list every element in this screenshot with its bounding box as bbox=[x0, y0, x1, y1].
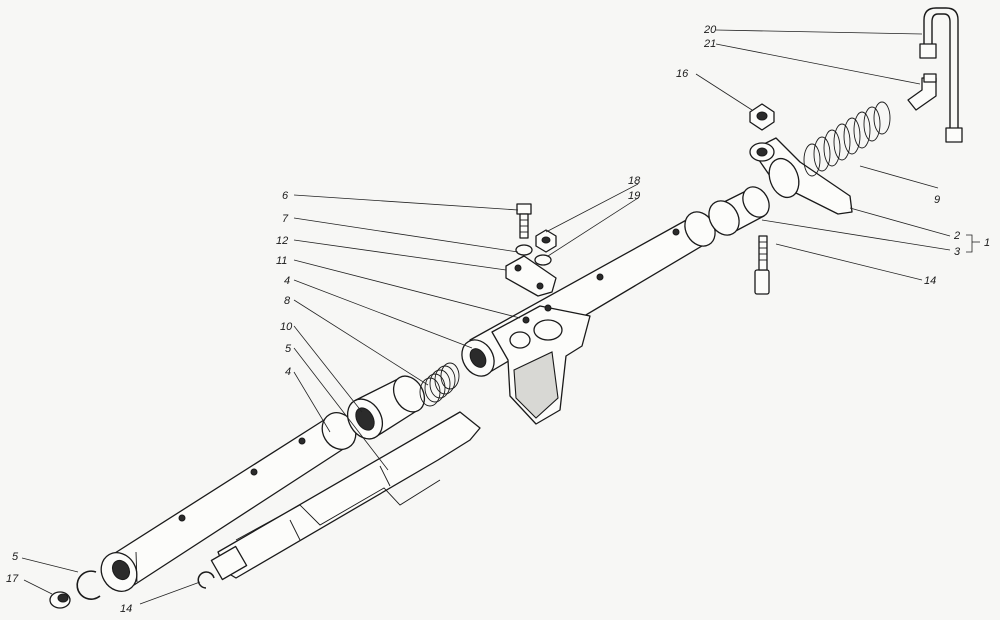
callout-17: 17 bbox=[6, 573, 19, 585]
leader-lines bbox=[21, 29, 980, 605]
nut-16 bbox=[749, 103, 775, 131]
bolt-6 bbox=[516, 203, 532, 239]
callout-11: 11 bbox=[276, 255, 287, 267]
callout-7: 7 bbox=[282, 213, 289, 225]
callout-14-right: 14 bbox=[924, 275, 936, 287]
callout-4-upper: 4 bbox=[284, 275, 290, 287]
bushing-3 bbox=[708, 186, 770, 236]
plug-17 bbox=[49, 591, 71, 609]
callout-1: 1 bbox=[984, 237, 990, 249]
callout-9: 9 bbox=[934, 194, 940, 206]
callout-5-upper: 5 bbox=[285, 343, 292, 355]
callout-20: 20 bbox=[703, 24, 717, 36]
callout-6: 6 bbox=[282, 190, 289, 202]
callout-19: 19 bbox=[628, 190, 640, 202]
callout-5-lower: 5 bbox=[12, 551, 19, 563]
lock-plate-12 bbox=[505, 255, 557, 297]
callout-2: 2 bbox=[953, 230, 960, 242]
clip-14-left bbox=[197, 571, 215, 589]
spring-8 bbox=[419, 362, 460, 407]
callout-3: 3 bbox=[954, 246, 961, 258]
washer-19 bbox=[534, 254, 552, 266]
long-shaft bbox=[100, 412, 357, 592]
callout-8: 8 bbox=[284, 295, 291, 307]
callout-21: 21 bbox=[703, 38, 716, 50]
callout-4-lower: 4 bbox=[285, 366, 291, 378]
screw-14-right bbox=[754, 235, 770, 295]
bushing-10 bbox=[346, 375, 426, 440]
slotted-rod bbox=[210, 411, 481, 581]
callout-labels: 6 7 12 11 4 8 10 5 4 18 19 16 20 21 9 2 … bbox=[6, 24, 990, 615]
bracket-housing bbox=[461, 211, 716, 425]
callout-16: 16 bbox=[676, 68, 689, 80]
spring-9 bbox=[803, 101, 891, 177]
fitting-21 bbox=[907, 73, 937, 111]
callout-10: 10 bbox=[280, 321, 293, 333]
tube-20 bbox=[919, 7, 963, 143]
callout-18: 18 bbox=[628, 175, 641, 187]
rocker-lever bbox=[749, 137, 853, 215]
callout-14-lower: 14 bbox=[120, 603, 132, 615]
snap-ring-5 bbox=[76, 570, 101, 600]
washer-7 bbox=[515, 244, 533, 256]
nut-18 bbox=[535, 229, 557, 253]
callout-12: 12 bbox=[276, 235, 288, 247]
